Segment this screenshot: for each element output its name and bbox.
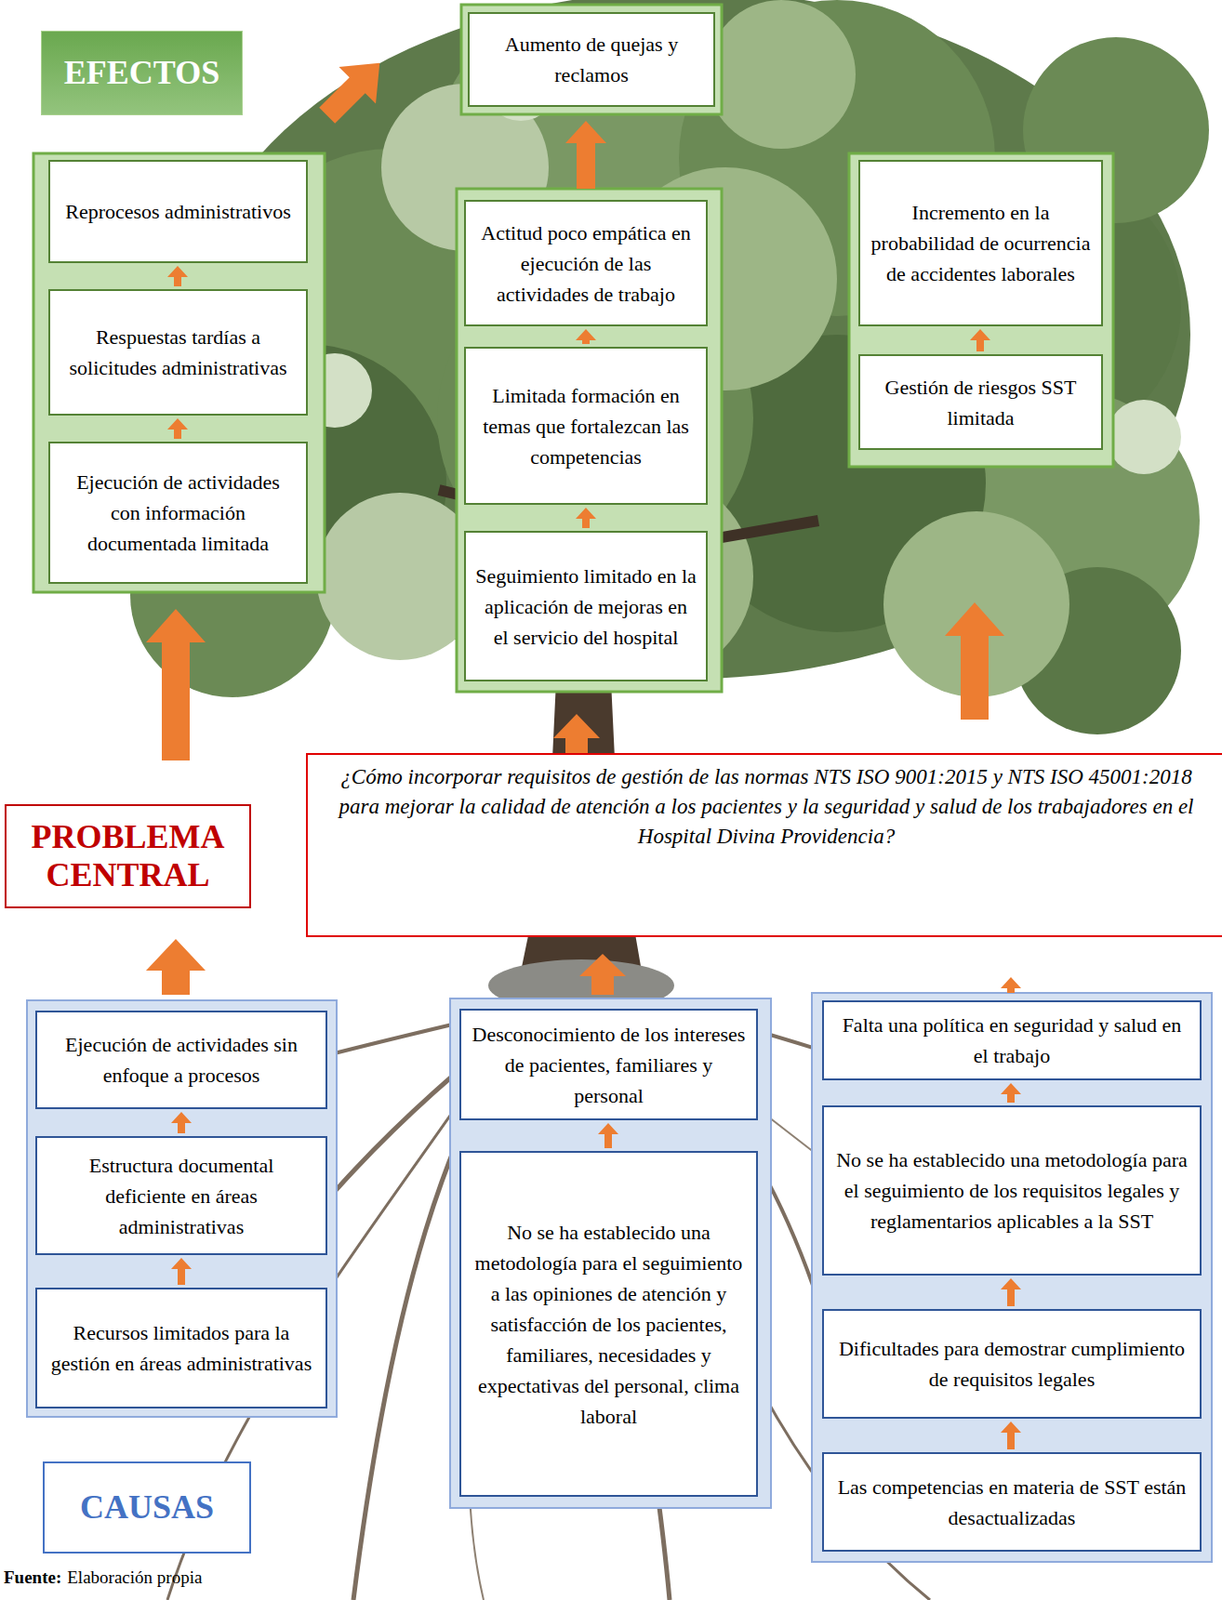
cause-box: Dificultades para demostrar cumplimiento…	[822, 1309, 1202, 1420]
cause-box: No se ha establecido una metodología par…	[459, 1151, 758, 1498]
source-note: Elaboración propia	[66, 1567, 202, 1589]
cause-box: Desconocimiento de los intereses de paci…	[459, 1009, 758, 1121]
effect-frame	[461, 4, 722, 115]
effect-box: Ejecución de actividades con información…	[48, 441, 308, 585]
box-text: Limitada formación en temas que fortalez…	[475, 380, 697, 473]
box-text: No se ha establecido una metodología par…	[470, 1217, 747, 1433]
effect-box: Actitud poco empática en ejecución de la…	[464, 199, 708, 327]
section-header: EFECTOS	[40, 30, 243, 116]
box-text: Reprocesos administrativos	[65, 196, 292, 227]
effect-box: Gestión de riesgos SST limitada	[858, 354, 1103, 451]
block-arrow	[146, 609, 206, 761]
central-problem-box: ¿Cómo incorporar requisitos de gestión d…	[305, 753, 1222, 938]
cause-box: Estructura documental deficiente en área…	[35, 1136, 328, 1256]
block-arrow	[579, 954, 626, 996]
effect-box: Aumento de quejas y reclamos	[467, 12, 716, 107]
cause-box: Recursos limitados para la gestión en ár…	[35, 1288, 328, 1409]
block-arrow	[1000, 1278, 1022, 1307]
cause-panel	[811, 993, 1212, 1563]
block-arrow	[167, 265, 188, 287]
box-text: Falta una política en seguridad y salud …	[833, 1009, 1191, 1072]
block-arrow	[553, 714, 600, 754]
block-arrow	[575, 507, 597, 529]
block-arrow	[969, 329, 991, 352]
effect-panel	[456, 188, 722, 692]
source-note: Fuente:	[3, 1567, 62, 1589]
effect-panel	[849, 153, 1114, 467]
box-text: Desconocimiento de los intereses de paci…	[470, 1019, 747, 1112]
box-text: Gestión de riesgos SST limitada	[869, 371, 1092, 434]
block-arrow	[1000, 1083, 1022, 1103]
box-text: Seguimiento limitado en la aplicación de…	[475, 560, 697, 653]
section-header: PROBLEMA CENTRAL	[4, 804, 252, 909]
box-text: Incremento en la probabilidad de ocurren…	[869, 197, 1092, 290]
effect-box: Reprocesos administrativos	[48, 159, 308, 264]
effects-arrow	[308, 44, 399, 134]
box-text: Las competencias en materia de SST están…	[833, 1472, 1191, 1534]
cause-box: No se ha establecido una metodología par…	[822, 1105, 1202, 1276]
box-text: Aumento de quejas y reclamos	[478, 28, 704, 91]
effect-panel	[33, 153, 325, 593]
box-text: Actitud poco empática en ejecución de la…	[475, 217, 697, 310]
block-arrow	[171, 1112, 192, 1134]
effect-box: Respuestas tardías a solicitudes adminis…	[48, 289, 308, 416]
box-text: No se ha establecido una metodología par…	[833, 1144, 1191, 1237]
block-arrow	[1000, 977, 1022, 994]
effect-box: Incremento en la probabilidad de ocurren…	[858, 159, 1103, 327]
block-arrow	[944, 602, 1005, 720]
box-text: CAUSAS	[79, 1488, 214, 1528]
box-text: EFECTOS	[64, 53, 220, 93]
box-text: Ejecución de actividades con información…	[59, 466, 297, 559]
cause-panel	[26, 1000, 337, 1418]
effect-box: Limitada formación en temas que fortalez…	[464, 346, 708, 505]
cause-box: Ejecución de actividades sin enfoque a p…	[35, 1010, 328, 1110]
box-text: Estructura documental deficiente en área…	[46, 1150, 317, 1243]
block-arrow	[597, 1123, 619, 1149]
cause-panel	[450, 998, 771, 1509]
section-header: CAUSAS	[42, 1461, 252, 1555]
block-arrow	[1000, 1421, 1022, 1450]
cause-box: Falta una política en seguridad y salud …	[822, 1000, 1202, 1081]
box-text: PROBLEMA CENTRAL	[15, 818, 240, 896]
block-arrow	[146, 939, 206, 996]
source-note: Fuente:Elaboración propia	[3, 1567, 202, 1589]
block-arrow	[565, 120, 607, 189]
box-text: Dificultades para demostrar cumplimiento…	[833, 1333, 1191, 1395]
foliage	[706, 0, 856, 149]
effect-box: Seguimiento limitado en la aplicación de…	[464, 531, 708, 682]
box-text: Ejecución de actividades sin enfoque a p…	[46, 1029, 317, 1091]
foliage	[1106, 399, 1182, 475]
box-text: Respuestas tardías a solicitudes adminis…	[59, 321, 297, 384]
block-arrow	[575, 329, 597, 345]
box-text: ¿Cómo incorporar requisitos de gestión d…	[322, 762, 1210, 853]
cause-box: Las competencias en materia de SST están…	[822, 1452, 1202, 1553]
block-arrow	[167, 418, 188, 439]
box-text: Recursos limitados para la gestión en ár…	[46, 1317, 317, 1380]
block-arrow	[171, 1258, 192, 1286]
